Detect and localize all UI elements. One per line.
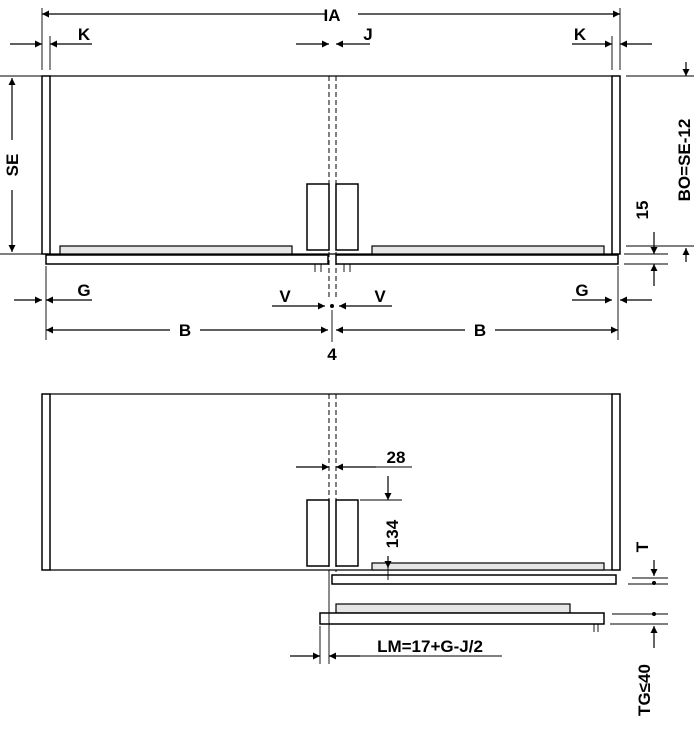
label-se: SE (3, 154, 22, 177)
label-t: T (633, 541, 652, 552)
dimension-g-v: G G V V (14, 266, 652, 340)
lower-guide-rail (371, 562, 605, 571)
bottom-view (41, 393, 621, 632)
label-j: J (363, 25, 372, 44)
label-k-left: K (78, 25, 91, 44)
dimension-lm: LM=17+G-J/2 (290, 572, 502, 664)
right-side-panel (611, 75, 621, 255)
left-door-base (45, 254, 329, 265)
label-134: 134 (383, 519, 402, 548)
label-v-left: V (279, 287, 291, 306)
lower-right-side-panel (611, 393, 621, 571)
dimension-b: B B 4 (46, 310, 618, 364)
lower-left-handle (306, 499, 330, 567)
left-door-handle (306, 183, 330, 251)
lower-guide-rail-2 (335, 603, 571, 614)
dimension-t-tg: T TG≤40 (610, 541, 668, 716)
lower-track (319, 612, 605, 625)
label-bo: BO=SE-12 (675, 119, 694, 202)
lower-left-side-panel (41, 393, 51, 571)
label-g-left: G (77, 281, 90, 300)
lower-right-handle (335, 499, 359, 567)
dimension-134: 134 (360, 476, 402, 580)
right-door-handle (335, 183, 359, 251)
dimension-k-j: K J K (10, 25, 652, 70)
upper-track (331, 574, 617, 585)
dimension-se: SE (0, 75, 42, 255)
label-tg: TG≤40 (635, 664, 654, 716)
label-lm: LM=17+G-J/2 (377, 637, 483, 656)
left-side-panel (41, 75, 51, 255)
label-k-right: K (574, 25, 587, 44)
label-4: 4 (327, 345, 337, 364)
top-view (41, 75, 621, 308)
dimension-bo: BO=SE-12 15 (624, 62, 694, 286)
label-b-left: B (179, 321, 191, 340)
label-v-right: V (374, 287, 386, 306)
left-guide-rail (59, 245, 293, 255)
dimension-28: 28 (296, 448, 412, 471)
dimension-ia: IA (41, 6, 621, 70)
label-28: 28 (387, 448, 406, 467)
right-door-base (335, 254, 619, 265)
label-g-right: G (575, 281, 588, 300)
center-point (330, 304, 334, 308)
label-15: 15 (633, 201, 652, 220)
right-guide-rail (371, 245, 605, 255)
label-ia: IA (324, 6, 341, 25)
label-b-right: B (474, 321, 486, 340)
